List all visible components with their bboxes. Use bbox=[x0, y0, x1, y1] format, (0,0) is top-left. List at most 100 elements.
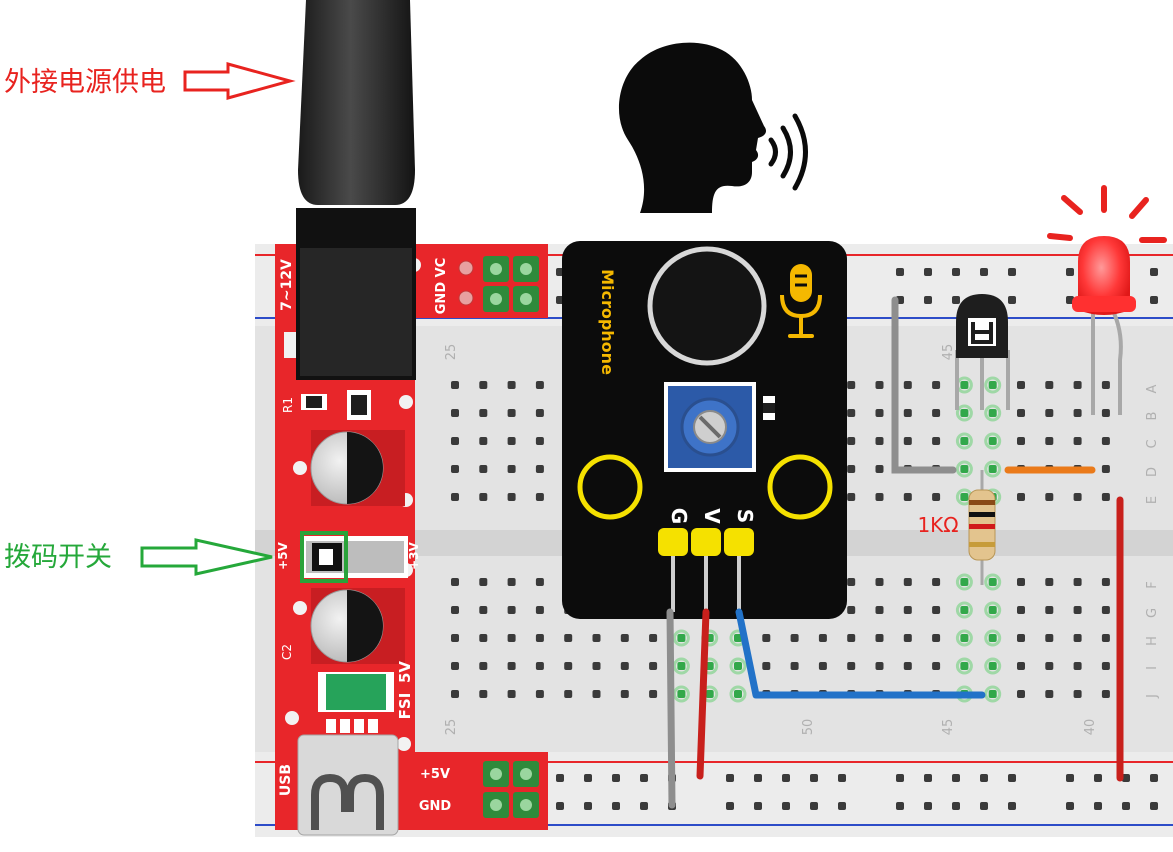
breadboard-hole bbox=[960, 662, 968, 670]
breadboard-hole bbox=[1008, 268, 1016, 276]
breadboard-hole bbox=[896, 802, 904, 810]
breadboard-hole bbox=[564, 634, 572, 642]
breadboard-hole bbox=[479, 578, 487, 586]
breadboard-hole bbox=[508, 662, 516, 670]
breadboard-hole bbox=[1045, 634, 1053, 642]
breadboard-hole bbox=[754, 774, 762, 782]
breadboard-hole bbox=[819, 634, 827, 642]
row-label-b: B bbox=[1145, 412, 1160, 421]
breadboard-hole bbox=[810, 802, 818, 810]
breadboard-hole bbox=[1102, 465, 1110, 473]
breadboard-hole bbox=[904, 634, 912, 642]
breadboard-hole bbox=[556, 774, 564, 782]
breadboard-hole bbox=[593, 634, 601, 642]
breadboard-hole bbox=[1102, 606, 1110, 614]
breadboard-hole bbox=[980, 802, 988, 810]
breadboard-hole bbox=[876, 465, 884, 473]
breadboard-hole bbox=[451, 381, 459, 389]
board-notch bbox=[284, 332, 298, 358]
breadboard-hole bbox=[677, 634, 685, 642]
breadboard-hole bbox=[564, 662, 572, 670]
breadboard-hole bbox=[847, 493, 855, 501]
breadboard-hole bbox=[1102, 662, 1110, 670]
breadboard-hole bbox=[960, 409, 968, 417]
mount-hole bbox=[397, 737, 411, 751]
label-switch-3v: +3V bbox=[407, 541, 421, 569]
breadboard-hole bbox=[1008, 296, 1016, 304]
breadboard-hole bbox=[989, 634, 997, 642]
breadboard-hole bbox=[960, 578, 968, 586]
breadboard-hole bbox=[508, 381, 516, 389]
breadboard-hole bbox=[508, 465, 516, 473]
breadboard-hole bbox=[791, 662, 799, 670]
breadboard-hole bbox=[876, 578, 884, 586]
breadboard-hole bbox=[508, 690, 516, 698]
breadboard-hole bbox=[810, 774, 818, 782]
breadboard-hole bbox=[876, 409, 884, 417]
breadboard-hole bbox=[932, 409, 940, 417]
breadboard-hole bbox=[1045, 690, 1053, 698]
label-5v: 5V bbox=[396, 661, 414, 683]
breadboard-hole bbox=[960, 606, 968, 614]
breadboard-hole bbox=[1102, 437, 1110, 445]
breadboard-hole bbox=[479, 634, 487, 642]
label-r1: R1 bbox=[281, 397, 295, 413]
breadboard-hole bbox=[734, 690, 742, 698]
breadboard-hole bbox=[479, 437, 487, 445]
row-label-j: J bbox=[1145, 694, 1160, 699]
breadboard-hole bbox=[960, 437, 968, 445]
breadboard-hole bbox=[1122, 802, 1130, 810]
module-title: Microphone bbox=[598, 269, 617, 375]
breadboard-hole bbox=[1045, 578, 1053, 586]
breadboard-hole bbox=[1074, 409, 1082, 417]
row-label-f: F bbox=[1145, 581, 1160, 588]
annotation-external-power: 外接电源供电 bbox=[4, 67, 166, 98]
breadboard-hole bbox=[451, 409, 459, 417]
breadboard-hole bbox=[1074, 437, 1082, 445]
microphone-capsule bbox=[650, 249, 764, 363]
breadboard-hole bbox=[1045, 662, 1053, 670]
breadboard-hole bbox=[1074, 606, 1082, 614]
breadboard-hole bbox=[536, 690, 544, 698]
breadboard-hole bbox=[876, 493, 884, 501]
breadboard-hole bbox=[847, 381, 855, 389]
breadboard-hole bbox=[782, 802, 790, 810]
breadboard-hole bbox=[989, 662, 997, 670]
breadboard-hole bbox=[1066, 802, 1074, 810]
col-label-45-bottom: 45 bbox=[941, 719, 956, 736]
dc-power-plug bbox=[298, 0, 415, 205]
breadboard-hole bbox=[1074, 493, 1082, 501]
breadboard-hole bbox=[1017, 634, 1025, 642]
breadboard-hole bbox=[593, 662, 601, 670]
breadboard-hole bbox=[904, 578, 912, 586]
breadboard-hole bbox=[706, 690, 714, 698]
breadboard-hole bbox=[896, 268, 904, 276]
breadboard-hole bbox=[584, 774, 592, 782]
label-fsi: FSI bbox=[396, 693, 414, 720]
breadboard-hole bbox=[649, 662, 657, 670]
breadboard-hole bbox=[876, 437, 884, 445]
mount-hole bbox=[580, 457, 640, 517]
mount-hole bbox=[770, 457, 830, 517]
breadboard-hole bbox=[924, 268, 932, 276]
col-label-50: 50 bbox=[801, 719, 816, 736]
breadboard-hole bbox=[960, 465, 968, 473]
breadboard-hole bbox=[1150, 774, 1158, 782]
breadboard-hole bbox=[593, 690, 601, 698]
pin-label-s: S bbox=[733, 509, 757, 523]
breadboard-hole bbox=[980, 774, 988, 782]
breadboard-hole bbox=[1045, 409, 1053, 417]
arrow-icon bbox=[185, 64, 290, 98]
breadboard-hole bbox=[1017, 409, 1025, 417]
breadboard-hole bbox=[451, 690, 459, 698]
breadboard-hole bbox=[819, 662, 827, 670]
speaking-head-icon bbox=[619, 43, 766, 213]
breadboard-hole bbox=[479, 381, 487, 389]
breadboard-hole bbox=[640, 802, 648, 810]
col-label-40: 40 bbox=[1083, 719, 1098, 736]
breadboard-hole bbox=[726, 802, 734, 810]
led-glow-icon bbox=[1050, 188, 1164, 240]
breadboard-hole bbox=[564, 690, 572, 698]
breadboard-hole bbox=[508, 437, 516, 445]
breadboard-hole bbox=[1102, 409, 1110, 417]
